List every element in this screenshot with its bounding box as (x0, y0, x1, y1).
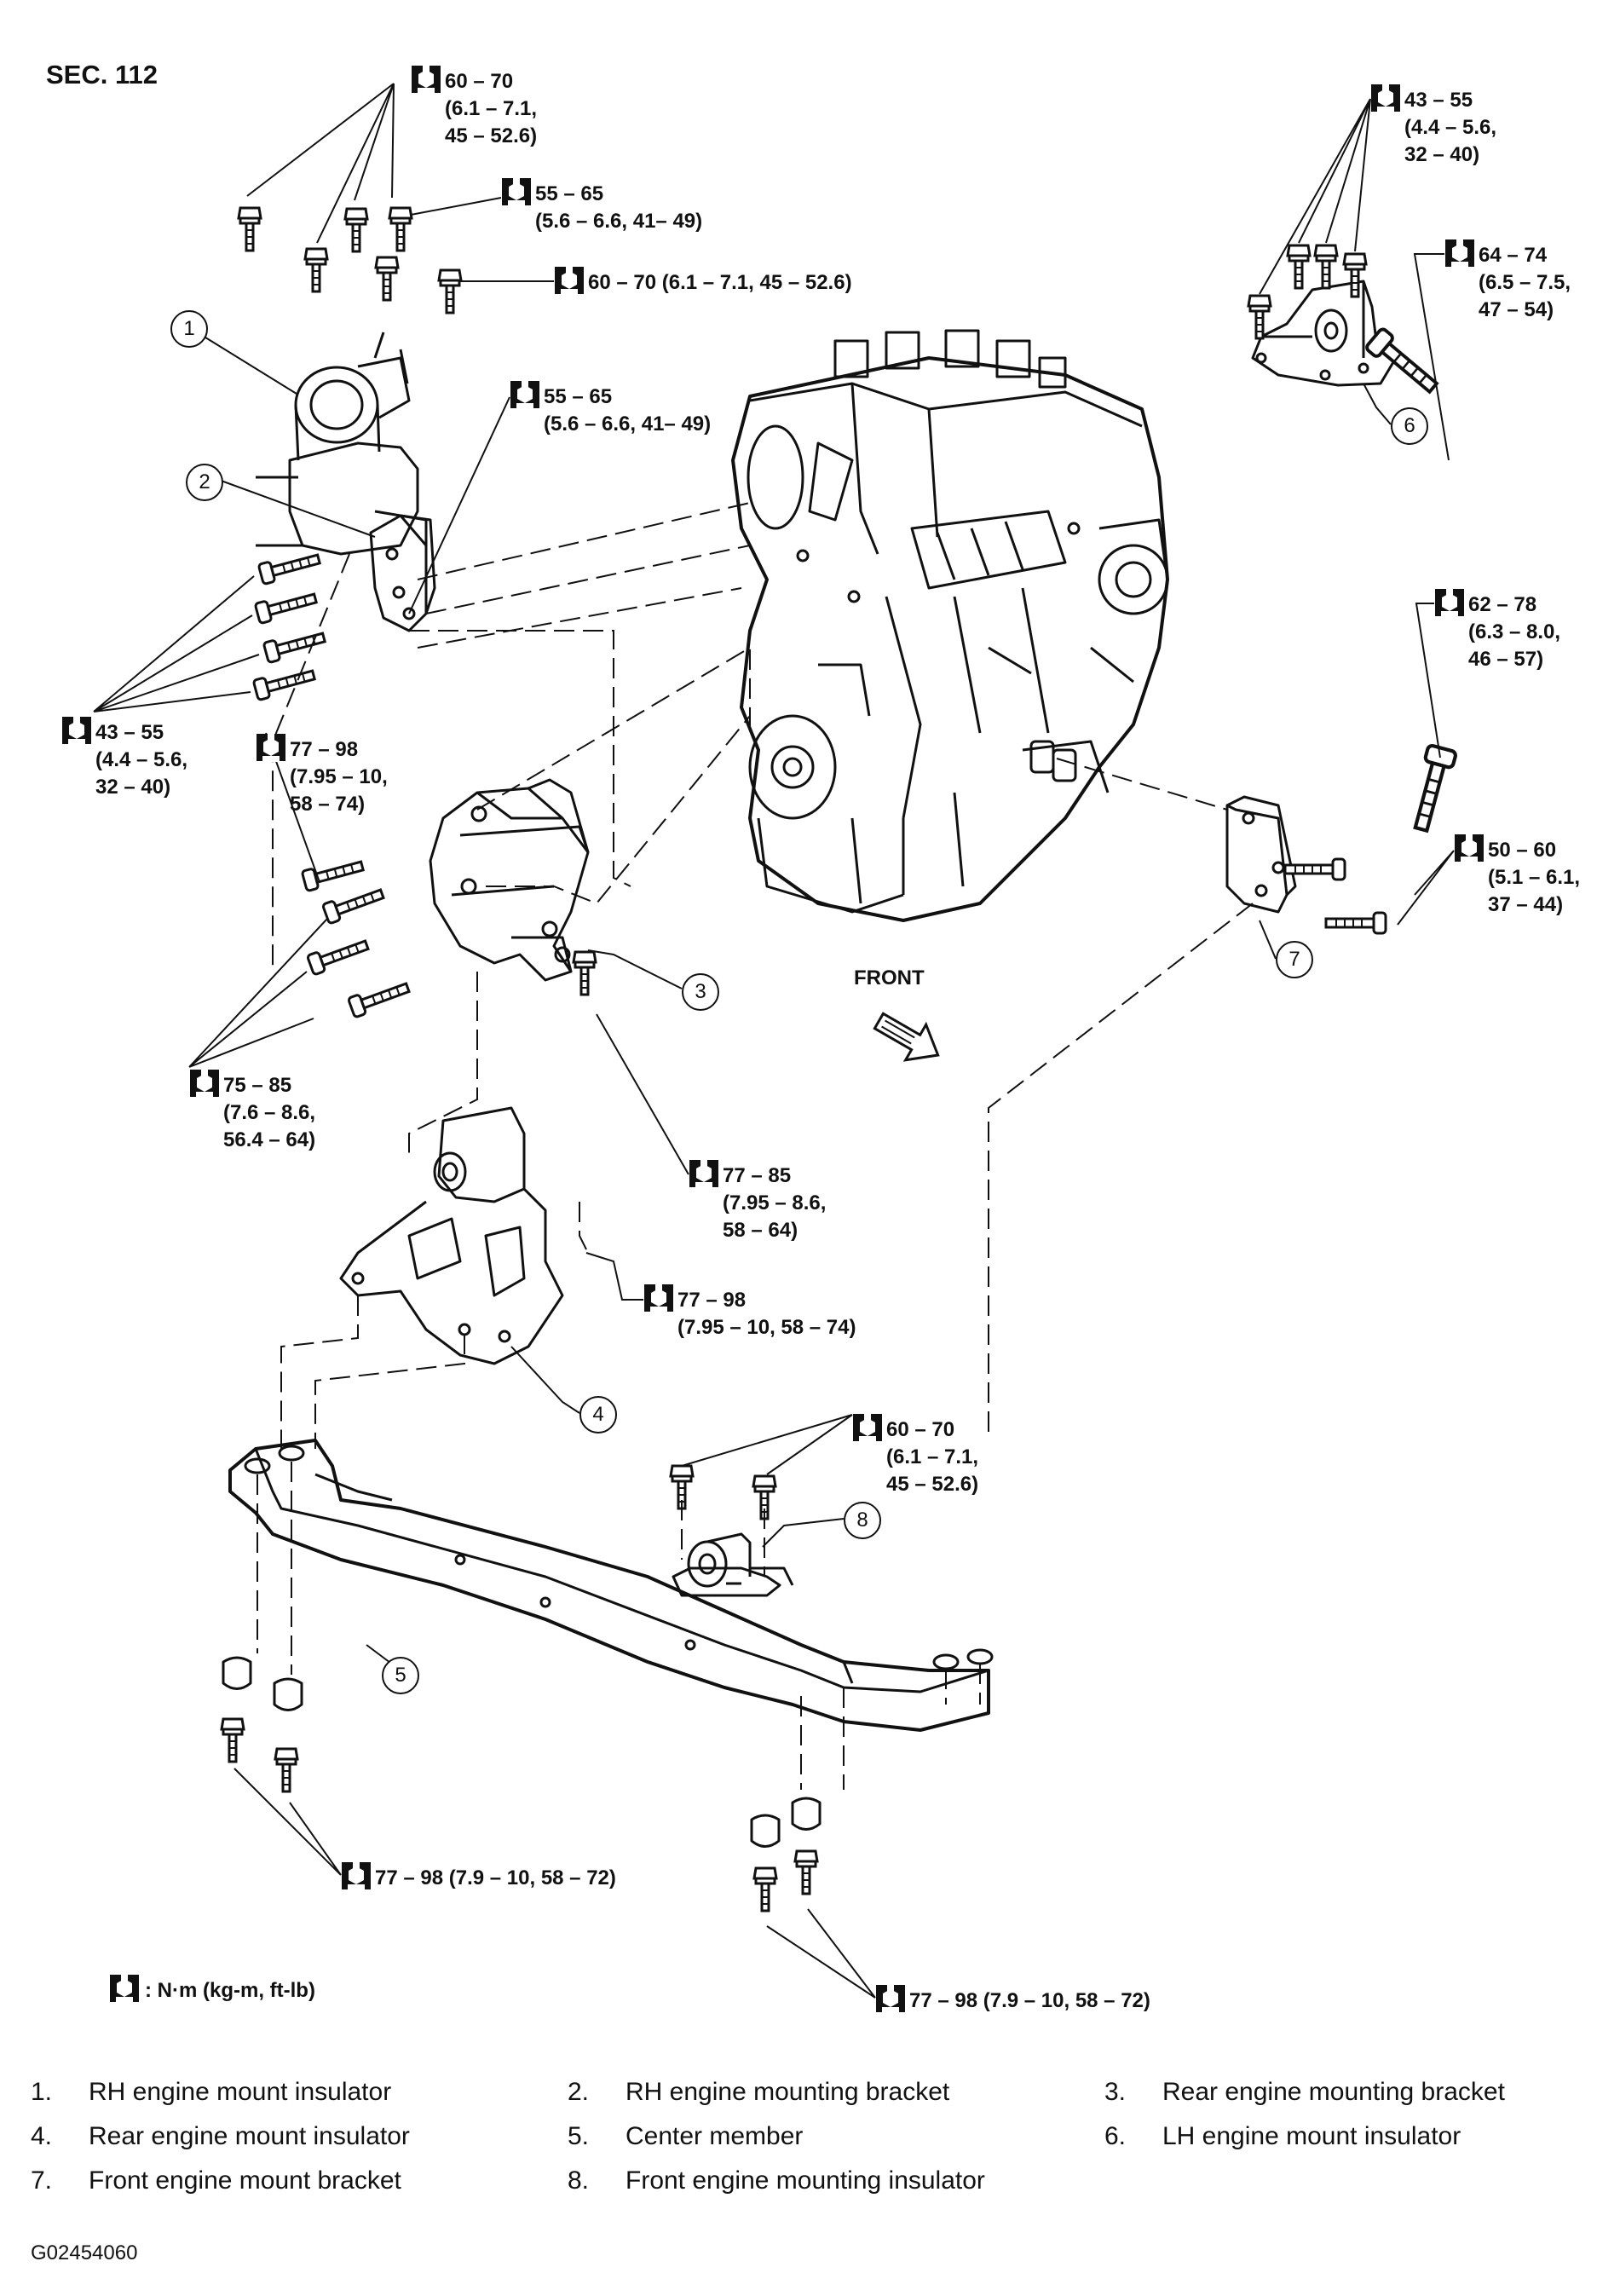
torque-label-8: 77 – 98(7.95 – 10,58 – 74) (256, 733, 388, 818)
wrench-icon (61, 716, 92, 745)
torque-label-6: 64 – 74(6.5 – 7.5,47 – 54) (1444, 239, 1571, 324)
torque-label-16: 77 – 98 (7.9 – 10, 58 – 72) (875, 1984, 1150, 2015)
wrench-icon (501, 177, 532, 206)
wrench-icon (109, 1974, 140, 2003)
legend-item: 2.RH engine mounting bracket (568, 2078, 950, 2106)
torque-label-9: 62 – 78(6.3 – 8.0,46 – 57) (1434, 588, 1560, 673)
front-label: FRONT (854, 966, 925, 989)
legend-item: 7.Front engine mount bracket (31, 2166, 401, 2195)
torque-label-2: 55 – 65(5.6 – 6.6, 41– 49) (501, 177, 702, 235)
callout-3: 3 (682, 973, 719, 1011)
rh-engine-mount-insulator (256, 332, 428, 562)
wrench-icon (1444, 239, 1475, 268)
legend-item: 6.LH engine mount insulator (1104, 2122, 1461, 2150)
torque-label-10: 50 – 60(5.1 – 6.1,37 – 44) (1454, 834, 1580, 919)
wrench-icon (852, 1413, 883, 1442)
wrench-icon (341, 1861, 372, 1890)
callout-8: 8 (844, 1502, 881, 1539)
torque-label-3: 60 – 70 (6.1 – 7.1, 45 – 52.6) (554, 266, 852, 297)
torque-label-12: 77 – 85(7.95 – 8.6,58 – 64) (689, 1159, 826, 1244)
lh-engine-mount-insulator (1251, 280, 1395, 387)
callout-2: 2 (186, 464, 223, 501)
center-member (228, 1439, 994, 1732)
torque-label-15: 77 – 98 (7.9 – 10, 58 – 72) (341, 1861, 616, 1892)
wrench-icon (689, 1159, 719, 1188)
callout-6: 6 (1391, 407, 1428, 445)
torque-label-4: 55 – 65(5.6 – 6.6, 41– 49) (510, 380, 711, 438)
legend-item: 5.Center member (568, 2122, 804, 2150)
spacers (222, 1656, 822, 1848)
leader-lines (93, 83, 1455, 1999)
callout-1: 1 (170, 310, 208, 348)
callout-4: 4 (579, 1396, 617, 1434)
engine-block (731, 329, 1169, 922)
torque-label-11: 75 – 85(7.6 – 8.6,56.4 – 64) (189, 1069, 315, 1154)
section-number: SEC. 112 (46, 60, 158, 89)
wrench-icon (1370, 84, 1401, 112)
rear-engine-mounting-bracket (429, 778, 590, 982)
wrench-icon (1454, 834, 1485, 862)
torque-label-14: 60 – 70(6.1 – 7.1,45 – 52.6) (852, 1413, 978, 1498)
rear-engine-mount-insulator (339, 1106, 564, 1365)
bolts (220, 206, 1456, 1912)
wrench-icon (643, 1284, 674, 1312)
rh-engine-mounting-bracket (369, 514, 436, 632)
legend-item: 4.Rear engine mount insulator (31, 2122, 410, 2150)
torque-label-1: 60 – 70(6.1 – 7.1,45 – 52.6) (411, 65, 537, 150)
callout-5: 5 (382, 1657, 419, 1694)
legend-item: 1.RH engine mount insulator (31, 2078, 392, 2106)
unit-key: : N·m (kg-m, ft-lb) (109, 1974, 315, 2003)
front-engine-mount-bracket (1225, 795, 1297, 914)
wrench-icon (256, 733, 286, 762)
figure-code: G02454060 (31, 2241, 138, 2264)
front-engine-mounting-insulator (672, 1532, 794, 1597)
torque-label-5: 43 – 55(4.4 – 5.6,32 – 40) (1370, 84, 1496, 169)
wrench-icon (875, 1984, 906, 2013)
wrench-icon (554, 266, 585, 295)
wrench-icon (510, 380, 540, 409)
legend-item: 8.Front engine mounting insulator (568, 2166, 985, 2195)
callout-7: 7 (1276, 941, 1313, 978)
wrench-icon (189, 1069, 220, 1098)
alignment-lines (257, 502, 1254, 1790)
legend-item: 3.Rear engine mounting bracket (1104, 2078, 1505, 2106)
wrench-icon (1434, 588, 1465, 617)
torque-label-7: 43 – 55(4.4 – 5.6,32 – 40) (61, 716, 187, 801)
torque-label-13: 77 – 98(7.95 – 10, 58 – 74) (643, 1284, 856, 1341)
wrench-icon (411, 65, 441, 94)
front-arrow-icon (873, 1012, 940, 1062)
